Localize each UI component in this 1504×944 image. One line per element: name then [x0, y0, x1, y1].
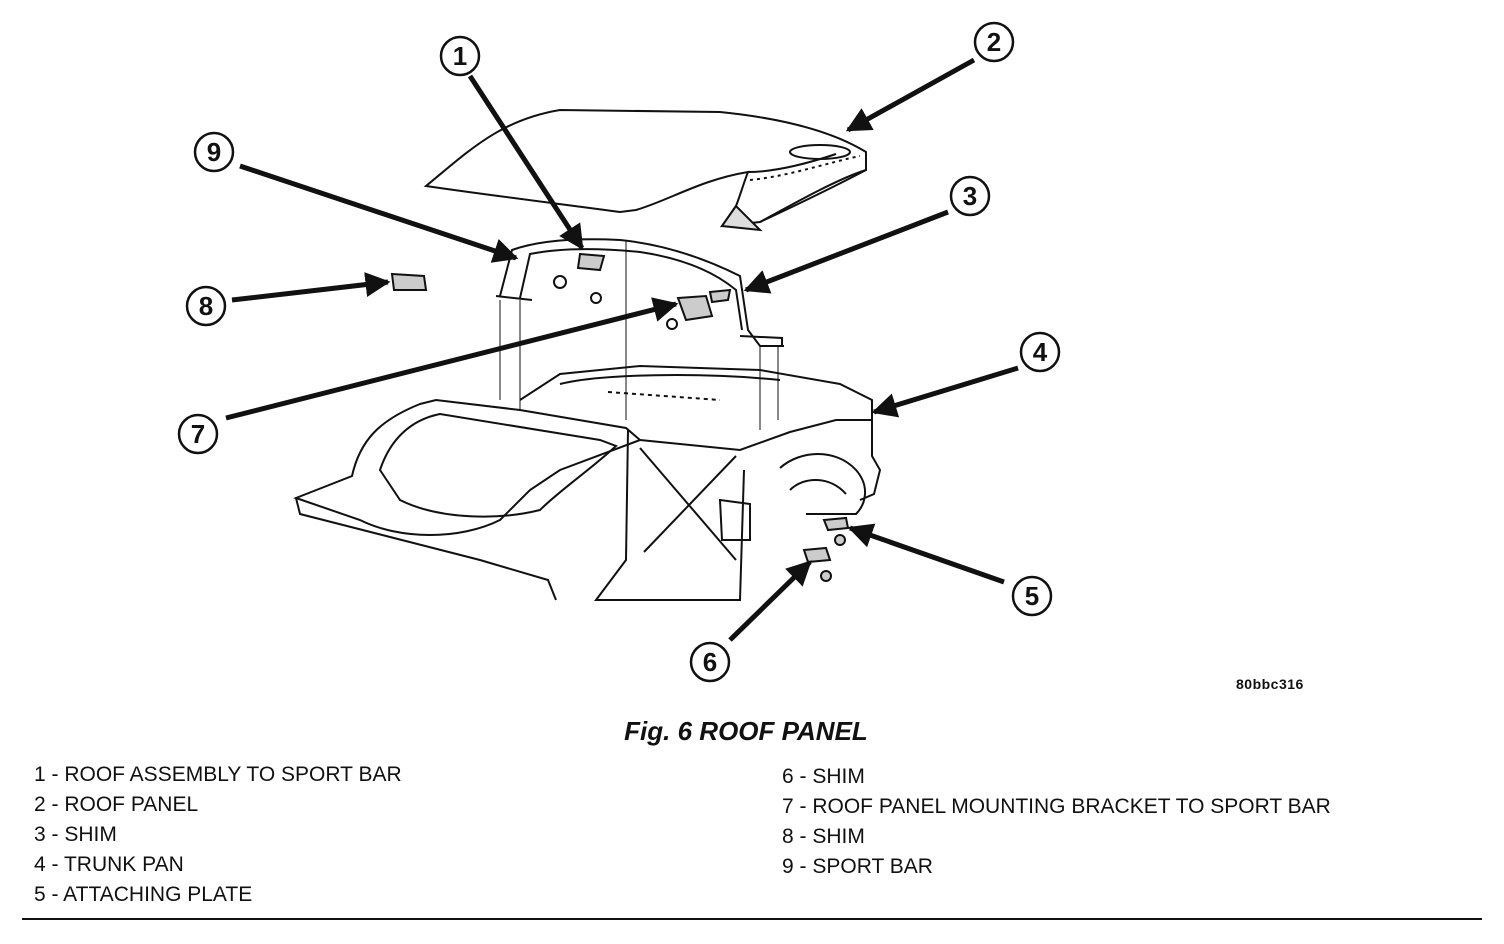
legend-item: 9 - SPORT BAR [782, 855, 933, 878]
callout-4: 4 [1019, 331, 1061, 373]
svg-text:9: 9 [207, 137, 221, 167]
bottom-divider [22, 918, 1482, 920]
sport-bar-illustration [390, 238, 784, 430]
attaching-plate-hardware [802, 516, 850, 582]
callout-3: 3 [949, 175, 991, 217]
svg-text:1: 1 [453, 41, 467, 71]
svg-text:7: 7 [191, 419, 205, 449]
figure-code: 80bbc316 [1236, 676, 1304, 692]
callout-7: 7 [177, 413, 219, 455]
figure-title: Fig. 6 ROOF PANEL [0, 716, 1504, 747]
callout-2: 2 [973, 21, 1015, 63]
vehicle-body-illustration [293, 364, 882, 601]
legend-item: 4 - TRUNK PAN [34, 853, 184, 876]
legend-left: 1 - ROOF ASSEMBLY TO SPORT BAR 2 - ROOF … [34, 760, 402, 910]
figure-title-text: Fig. 6 ROOF PANEL [624, 716, 868, 746]
legend-item: 5 - ATTACHING PLATE [34, 883, 253, 906]
legend-item: 3 - SHIM [34, 823, 117, 846]
legend-item: 6 - SHIM [782, 765, 865, 788]
legend-item: 7 - ROOF PANEL MOUNTING BRACKET TO SPORT… [782, 795, 1331, 818]
svg-text:2: 2 [987, 27, 1001, 57]
legend-right: 6 - SHIM 7 - ROOF PANEL MOUNTING BRACKET… [782, 762, 1331, 882]
callout-6: 6 [689, 641, 731, 683]
callout-9: 9 [193, 131, 235, 173]
callout-1: 1 [439, 35, 481, 77]
legend-item: 1 - ROOF ASSEMBLY TO SPORT BAR [34, 763, 402, 786]
svg-text:8: 8 [199, 291, 213, 321]
leader-arrows [225, 57, 1019, 642]
callout-5: 5 [1011, 575, 1053, 617]
svg-text:5: 5 [1025, 581, 1039, 611]
roof-panel-diagram: 1 2 3 4 5 6 7 8 9 [177, 21, 1061, 683]
legend-item: 2 - ROOF PANEL [34, 793, 199, 816]
svg-text:6: 6 [703, 647, 717, 677]
svg-text:4: 4 [1033, 337, 1048, 367]
svg-text:3: 3 [963, 181, 977, 211]
roof-panel-illustration [423, 108, 867, 232]
callout-8: 8 [185, 285, 227, 327]
legend-item: 8 - SHIM [782, 825, 865, 848]
